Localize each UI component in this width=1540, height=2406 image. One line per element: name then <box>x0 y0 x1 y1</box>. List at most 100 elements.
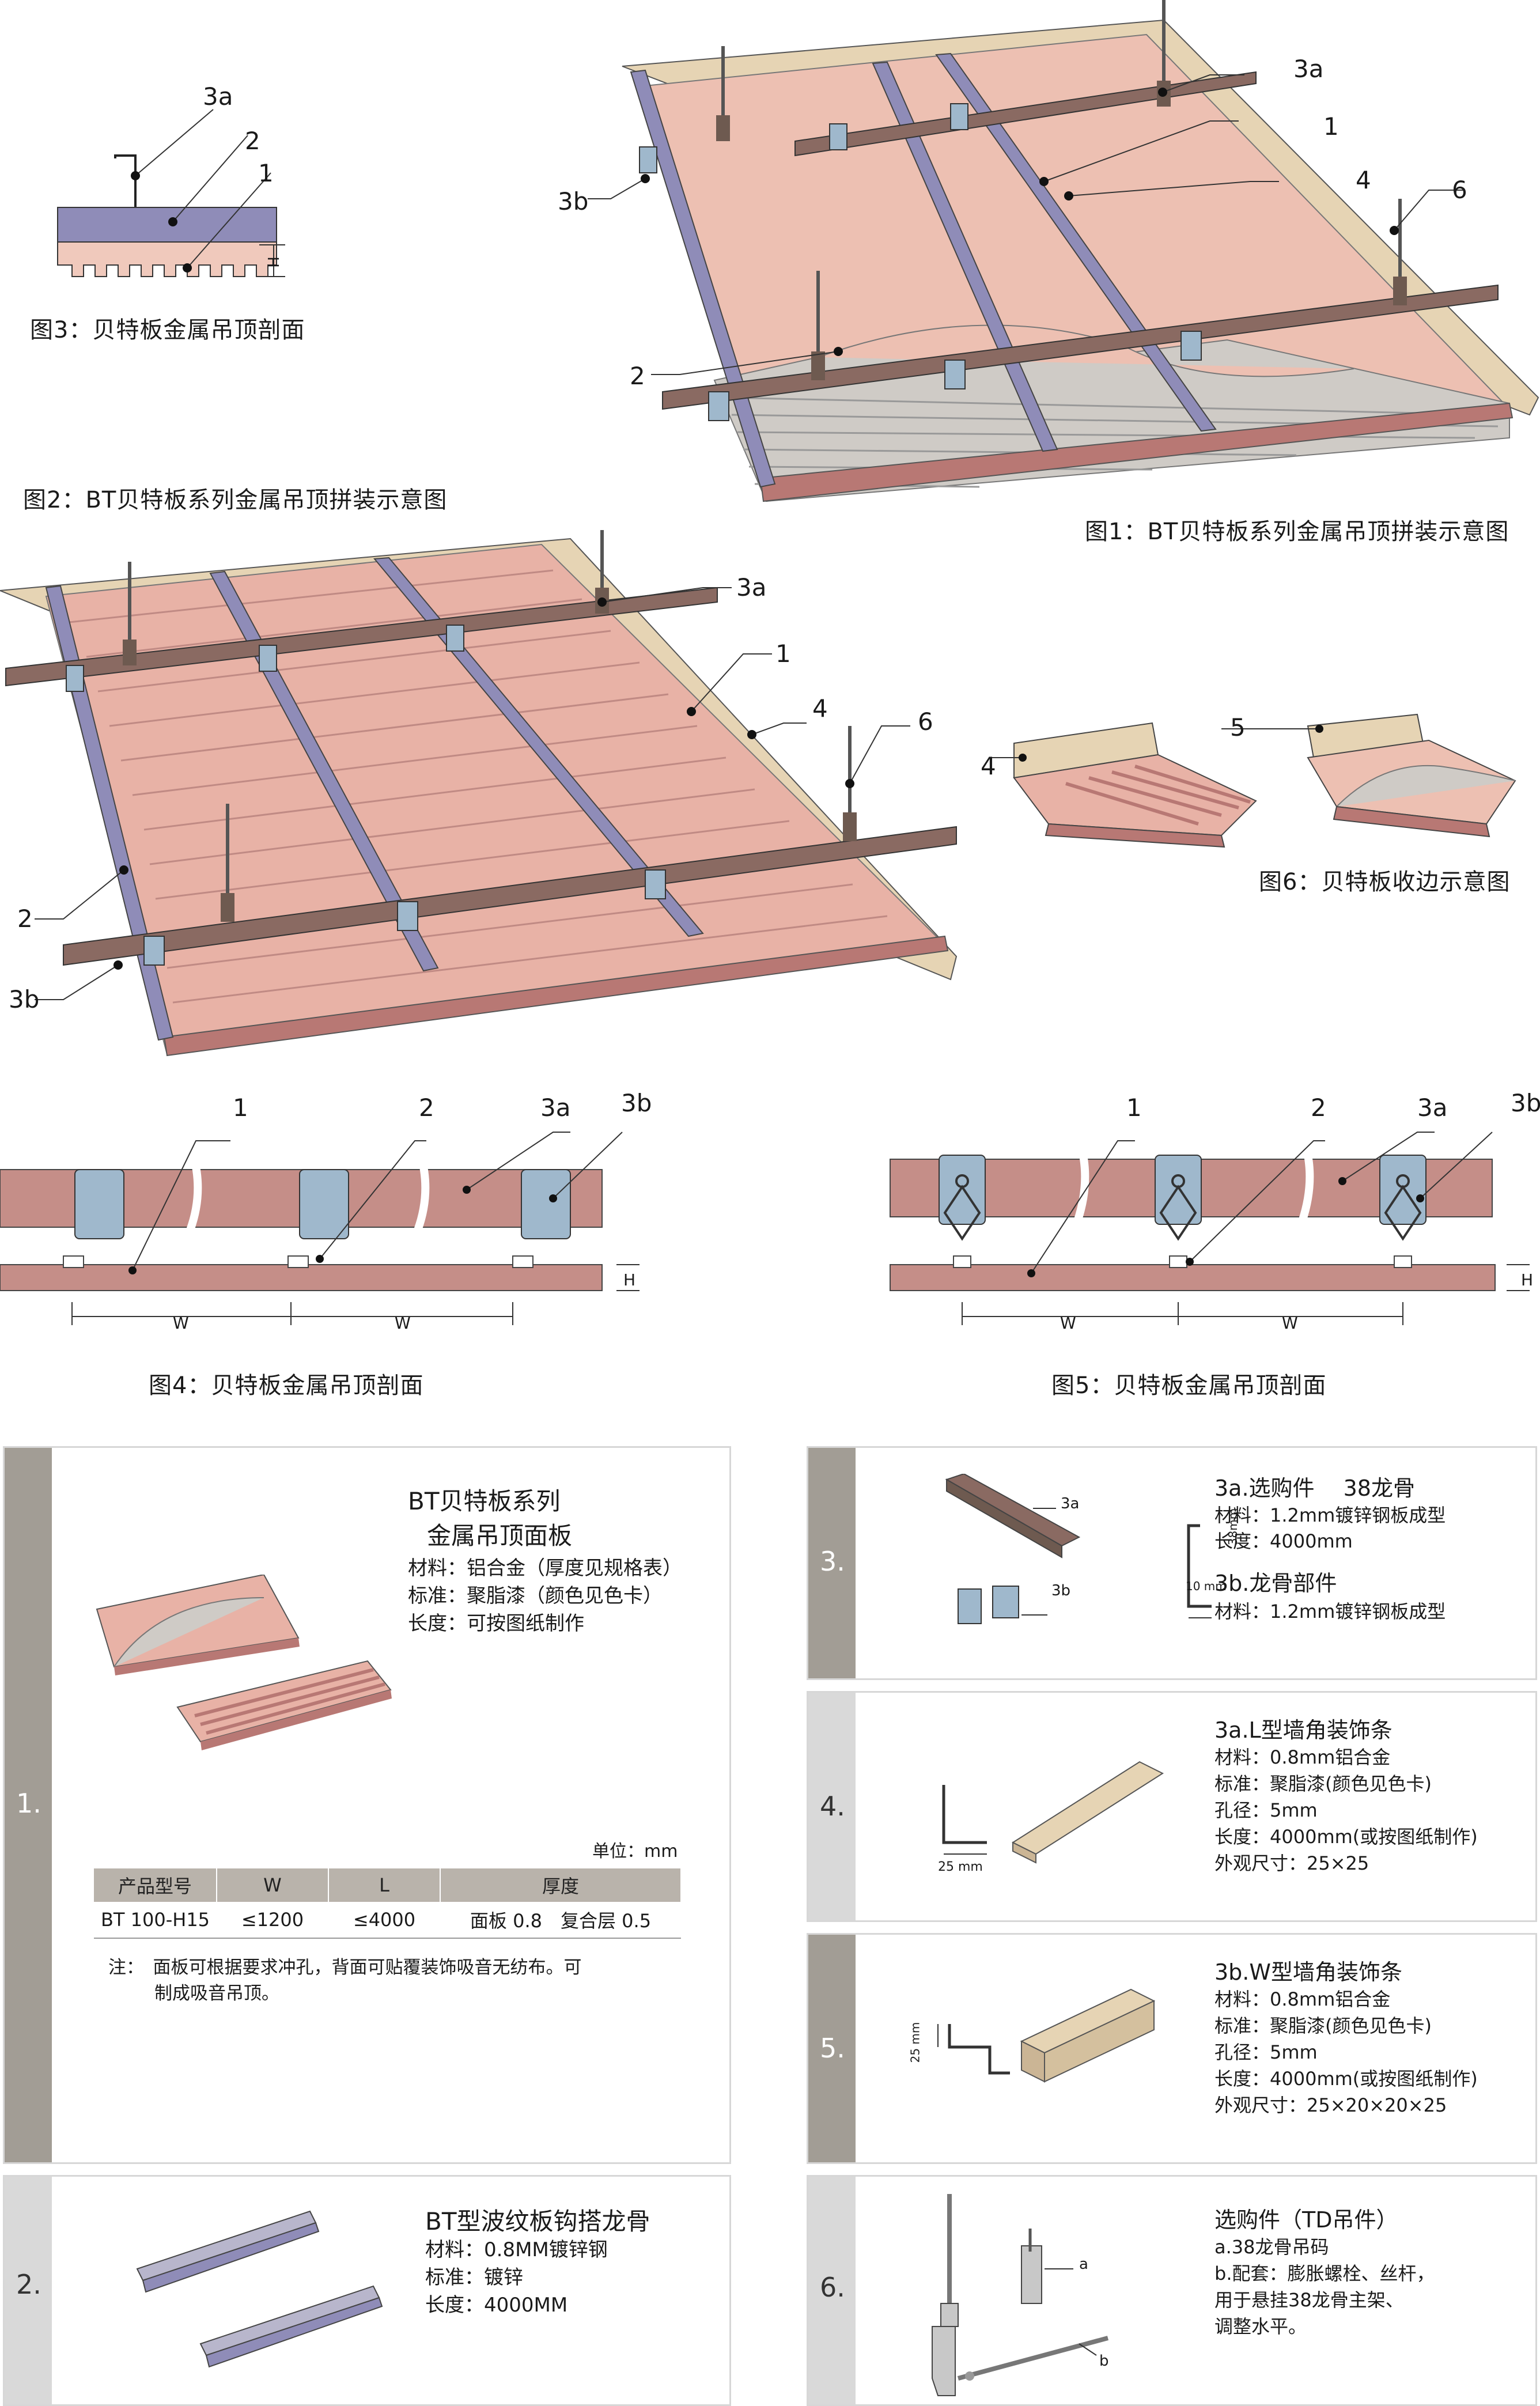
panel-5-product-illustration <box>937 1988 1156 2083</box>
panel-6-product-illustration <box>932 2194 1109 2396</box>
panel-3-spec-a2: 长度：4000mm <box>1214 1530 1353 1552</box>
panel-4-spec-5: 外观尺寸：25×25 <box>1214 1852 1369 1874</box>
panel-2-spec-2: 标准：镀锌 <box>425 2266 523 2289</box>
panel-3-label-3b: 3b <box>1051 1582 1071 1599</box>
panel-5-spec-3: 孔径：5mm <box>1214 2041 1318 2063</box>
fig1-caption: 图1：BT贝特板系列金属吊顶拼装示意图 <box>1085 519 1509 545</box>
fig1-label-1: 1 <box>1323 112 1339 141</box>
panel-2-spec-3: 长度：4000MM <box>425 2294 568 2317</box>
table-cell: ≤1200 <box>217 1902 328 1939</box>
fig3-label-1: 1 <box>258 159 274 187</box>
panel-4-l-trim: 4. 25 mm 3a.L型墙角装饰条 材料：0.8mm铝合金 标准：聚脂漆(颜… <box>807 1691 1537 1922</box>
fig4-section-drawing <box>0 1132 640 1325</box>
panel-5-spec-2: 标准：聚脂漆(颜色见色卡) <box>1214 2015 1432 2037</box>
fig5-label-3b: 3b <box>1511 1089 1540 1117</box>
panel-1-spec-2: 标准：聚脂漆（颜色见色卡） <box>408 1584 663 1607</box>
fig3-h-label: H <box>265 256 283 268</box>
panel-4-dim-25: 25 mm <box>938 1860 983 1874</box>
fig5-w-label-1: W <box>1060 1314 1076 1333</box>
fig6-label-5: 5 <box>1230 713 1246 742</box>
panel-5-spec-5: 外观尺寸：25×20×20×25 <box>1214 2094 1447 2116</box>
panel-4-product-illustration <box>942 1761 1164 1864</box>
table-header: W <box>217 1868 329 1902</box>
fig1-label-2: 2 <box>630 362 645 390</box>
table-cell: BT 100-H15 <box>94 1902 217 1939</box>
panel-6-label-a: a <box>1079 2256 1088 2273</box>
panel-6-hanger: 6. a b 选购件（TD吊件） a.38龙骨吊码 b.配套：膨胀螺栓、丝杆， … <box>807 2175 1537 2406</box>
panel-1-face-panel: 1. BT贝特板系列 金属吊顶面板 材料：铝合金（厚度见规格表） 标准：聚脂漆（… <box>3 1446 731 2164</box>
panel-6-spec-4: 调整水平。 <box>1214 2316 1307 2337</box>
fig1-assembly-drawing <box>588 0 1539 502</box>
fig5-w-label-2: W <box>1282 1314 1298 1333</box>
fig4-h-label: H <box>623 1270 636 1289</box>
panel-6-number: 6. <box>820 2272 845 2303</box>
panel-5-w-trim: 5. 25 mm 3b.W型墙角装饰条 材料：0.8mm铝合金 标准：聚脂漆(颜… <box>807 1933 1537 2164</box>
panel-5-spec-4: 长度：4000mm(或按图纸制作) <box>1214 2068 1478 2090</box>
panel-3-spec-b1: 材料：1.2mm镀锌钢板成型 <box>1214 1601 1446 1622</box>
panel-4-number: 4. <box>820 1791 845 1822</box>
table-header: L <box>328 1868 441 1902</box>
panel-6-title: 选购件（TD吊件） <box>1214 2207 1398 2233</box>
fig5-h-label: H <box>1521 1270 1534 1289</box>
fig4-w-label-2: W <box>395 1314 411 1333</box>
fig2-label-1: 1 <box>775 640 791 668</box>
panel-1-spec-table: 产品型号 W L 厚度 BT 100-H15 ≤1200 ≤4000 面板 0.… <box>94 1868 682 1939</box>
panel-5-number: 5. <box>820 2033 845 2064</box>
panel-3-main-runner: 3. 3a 3b 38mm 10 mm 3a.选购件 38龙骨 材料：1.2mm… <box>807 1446 1537 1680</box>
fig6-caption: 图6：贝特板收边示意图 <box>1259 869 1511 895</box>
table-cell: ≤4000 <box>328 1902 440 1939</box>
fig4-caption: 图4：贝特板金属吊顶剖面 <box>149 1372 424 1399</box>
fig4-w-label-1: W <box>173 1314 189 1333</box>
panel-1-spec-1: 材料：铝合金（厚度见规格表） <box>408 1557 682 1580</box>
fig6-edge-trim-drawing <box>991 713 1516 848</box>
panel-1-note-1: 注： 面板可根据要求冲孔，背面可贴覆装饰吸音无纺布。可 <box>108 1957 582 1978</box>
table-header: 厚度 <box>440 1868 682 1902</box>
fig5-label-2: 2 <box>1311 1094 1326 1122</box>
panel-6-spec-2: b.配套：膨胀螺栓、丝杆， <box>1214 2263 1435 2284</box>
fig1-label-4: 4 <box>1356 166 1371 194</box>
fig4-label-3b: 3b <box>621 1089 652 1117</box>
panel-2-spec-1: 材料：0.8MM镀锌钢 <box>425 2238 608 2261</box>
panel-1-product-illustration <box>96 1575 392 1750</box>
fig6-label-4: 4 <box>981 752 996 780</box>
fig3-label-2: 2 <box>245 127 260 155</box>
fig5-section-drawing <box>890 1132 1530 1325</box>
fig4-label-2: 2 <box>419 1094 434 1122</box>
panel-1-note-2: 制成吸音吊顶。 <box>154 1983 279 2004</box>
panel-1-spec-3: 长度：可按图纸制作 <box>408 1612 584 1635</box>
panel-4-spec-3: 孔径：5mm <box>1214 1799 1318 1821</box>
fig2-label-3a: 3a <box>736 573 767 602</box>
panel-1-title-1: BT贝特板系列 <box>408 1487 561 1515</box>
panel-3-label-3a: 3a <box>1061 1495 1080 1512</box>
fig2-label-6: 6 <box>918 708 933 736</box>
panel-3-title-b: 3b.龙骨部件 <box>1214 1571 1337 1596</box>
fig1-label-6: 6 <box>1452 176 1467 204</box>
panel-1-number: 1. <box>16 1788 41 1819</box>
panel-5-dim-25: 25 mm <box>908 2022 922 2063</box>
fig2-assembly-drawing <box>0 530 958 1057</box>
panel-2-product-illustration <box>136 2210 383 2368</box>
panel-5-spec-1: 材料：0.8mm铝合金 <box>1214 1988 1391 2010</box>
panel-2-number: 2. <box>16 2269 41 2300</box>
panel-2-runner: 2. BT型波纹板钩搭龙骨 材料：0.8MM镀锌钢 标准：镀锌 长度：4000M… <box>3 2175 731 2406</box>
panel-1-unit: 单位：mm <box>592 1841 678 1862</box>
fig1-label-3b: 3b <box>558 187 589 215</box>
fig3-label-3a: 3a <box>203 82 233 111</box>
fig4-label-1: 1 <box>233 1094 248 1122</box>
fig5-label-1: 1 <box>1126 1094 1142 1122</box>
panel-5-title: 3b.W型墙角装饰条 <box>1214 1959 1402 1985</box>
panel-3-number: 3. <box>820 1546 845 1577</box>
panel-3-dim-10: 10 mm <box>1186 1579 1227 1593</box>
fig5-label-3a: 3a <box>1417 1094 1448 1122</box>
fig2-label-4: 4 <box>812 694 828 722</box>
panel-2-title: BT型波纹板钩搭龙骨 <box>425 2207 650 2235</box>
fig3-h-dimension <box>259 244 285 277</box>
panel-1-title-2: 金属吊顶面板 <box>427 1522 573 1550</box>
panel-4-spec-4: 长度：4000mm(或按图纸制作) <box>1214 1826 1478 1848</box>
fig4-label-3a: 3a <box>540 1094 571 1122</box>
fig2-label-2: 2 <box>17 905 33 933</box>
fig3-section-drawing <box>57 109 277 277</box>
table-cell: 面板 0.8 复合层 0.5 <box>440 1902 681 1939</box>
fig2-label-3b: 3b <box>9 985 40 1013</box>
panel-6-spec-3: 用于悬挂38龙骨主架、 <box>1214 2289 1404 2311</box>
